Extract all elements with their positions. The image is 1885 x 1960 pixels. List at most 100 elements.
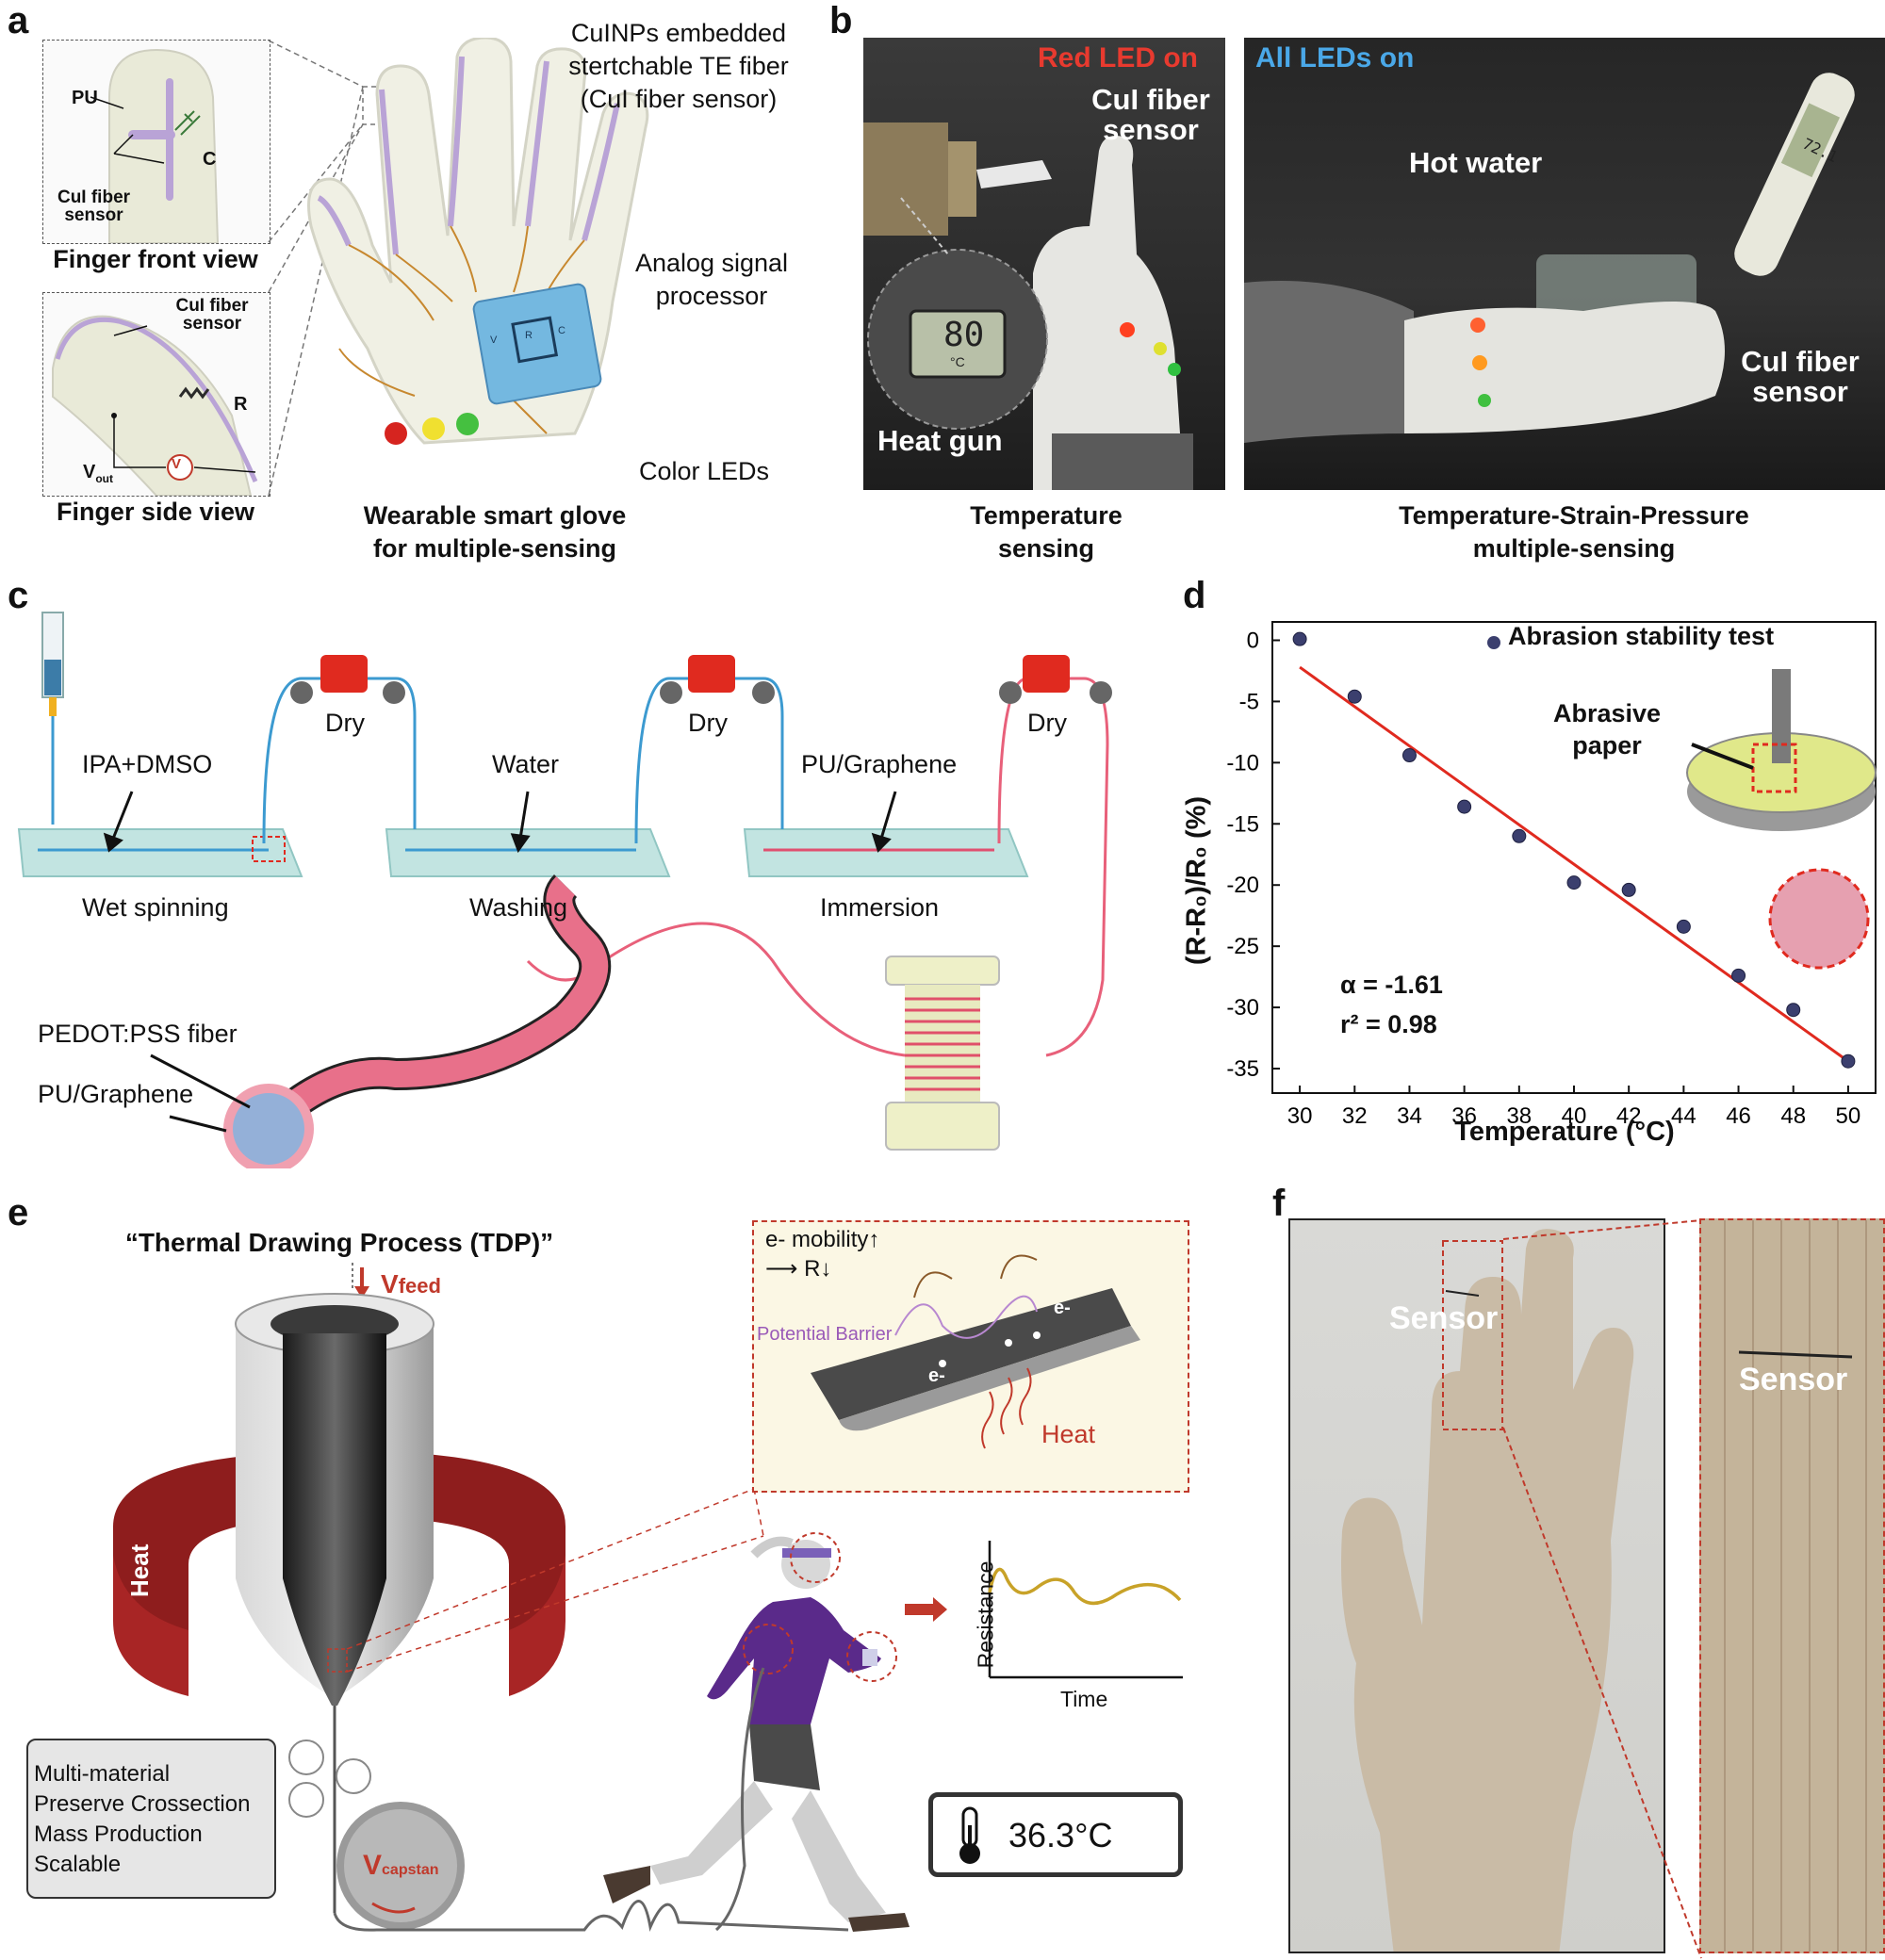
feature-item: Multi-material: [34, 1761, 171, 1787]
pu-graphene-bath-label: PU/Graphene: [801, 750, 958, 778]
mobility-label: e- mobility↑: [765, 1227, 880, 1252]
y-tick-label: -35: [1226, 1056, 1259, 1082]
fit-line: [1299, 665, 1849, 1063]
potential-barrier-label: Potential Barrier: [757, 1324, 893, 1345]
x-tick-label: 46: [1726, 1103, 1751, 1129]
cui-sensor-front-label: CuI fiber sensor: [57, 188, 131, 225]
resistance-time-plot: [988, 1541, 1183, 1679]
dry-label-3: Dry: [1027, 709, 1067, 737]
data-point: [1347, 689, 1362, 704]
hot-water-scene: [1244, 73, 1855, 443]
electron-label-1: e-: [928, 1365, 945, 1386]
x-tick-label: 36: [1451, 1103, 1477, 1129]
capacitor-label: C: [203, 149, 217, 170]
x-tick-label: 48: [1780, 1103, 1806, 1129]
panel-letter-d: d: [1183, 575, 1206, 616]
feature-item: Scalable: [34, 1852, 122, 1877]
chart-legend-label: Abrasion stability test: [1508, 622, 1775, 650]
data-point: [1731, 968, 1746, 983]
wet-spinning-process-diagram: [17, 612, 1112, 1168]
panel-letter-c: c: [8, 575, 29, 616]
x-tick-label: 38: [1506, 1103, 1532, 1129]
x-tick-label: 44: [1671, 1103, 1696, 1129]
thermometer-icon: [959, 1806, 980, 1864]
wet-spinning-label: Wet spinning: [82, 893, 229, 922]
abrasion-probe: [1772, 669, 1791, 763]
heat-inset-label: Heat: [1041, 1420, 1096, 1448]
sensor-zoom-photo: Sensor: [1699, 1218, 1885, 1953]
x-tick-label: 34: [1397, 1103, 1422, 1129]
heat-gun-display: 80: [943, 316, 985, 354]
panel-letter-b: b: [829, 0, 853, 41]
x-tick-label: 30: [1287, 1103, 1313, 1129]
feature-item: Preserve Crossection: [34, 1791, 251, 1817]
r-squared-label: r² = 0.98: [1340, 1010, 1437, 1038]
vcapstan-label: Vcapstan: [363, 1850, 439, 1881]
vfeed-label: Vfeed: [381, 1269, 441, 1298]
y-tick-label: -25: [1226, 934, 1259, 959]
tdp-features-box: Multi-material Preserve Crossection Mass…: [26, 1739, 276, 1899]
temperature-readout: 36.3°C: [928, 1792, 1183, 1877]
panel-letter-f: f: [1272, 1183, 1286, 1224]
data-point: [1292, 631, 1307, 646]
side-view-caption: Finger side view: [56, 498, 255, 526]
y-axis-label: (R-R₀)/R₀ (%): [1181, 795, 1212, 966]
data-point: [1512, 828, 1527, 843]
sensor-label-1: Sensor: [1389, 1300, 1499, 1336]
pu-graphene-crosssection-label: PU/Graphene: [38, 1080, 194, 1108]
chip-c-label: C: [558, 325, 566, 336]
panel-letter-a: a: [8, 0, 29, 41]
mobility-inset: e- mobility↑ ⟶ R↓ Potential Barrier e- e…: [752, 1220, 1189, 1493]
data-point: [1457, 799, 1472, 814]
resistor-label: R: [234, 394, 248, 415]
data-point: [1786, 1003, 1801, 1018]
y-tick-label: -5: [1239, 689, 1259, 714]
time-axis-label: Time: [1060, 1687, 1108, 1711]
washing-label: Washing: [469, 893, 568, 922]
voltmeter-v-label: V: [172, 456, 182, 472]
data-point: [1566, 875, 1582, 890]
y-tick-label: -20: [1226, 873, 1259, 898]
y-tick-label: 0: [1247, 628, 1259, 653]
water-label: Water: [492, 750, 560, 778]
pedot-pss-label: PEDOT:PSS fiber: [38, 1020, 238, 1048]
data-point: [1841, 1054, 1856, 1069]
x-axis-label: Temperature (°C): [1454, 1117, 1675, 1147]
finger-side-illustration: [52, 315, 258, 497]
chip-v-label: V: [490, 335, 498, 346]
front-view-caption: Finger front view: [53, 245, 258, 273]
red-led-on-label: Red LED on: [1038, 42, 1198, 74]
alpha-label: α = -1.61: [1340, 971, 1443, 999]
chip-r-label: R: [525, 330, 533, 341]
heat-ring-label: Heat: [125, 1544, 154, 1597]
temperature-value: 36.3°C: [1008, 1816, 1113, 1854]
finger-front-illustration: [90, 48, 220, 244]
data-point: [1401, 748, 1417, 763]
knit-glove-illustration: [1341, 1229, 1634, 1952]
resistance-down-label: ⟶ R↓: [765, 1256, 832, 1282]
y-tick-label: -30: [1226, 995, 1259, 1021]
data-point: [1621, 882, 1636, 897]
sensor-label-2: Sensor: [1739, 1362, 1848, 1397]
heat-gun-scene: [863, 122, 1193, 490]
dry-label-1: Dry: [325, 709, 365, 737]
knit-texture: [1701, 1220, 1883, 1952]
pu-label: PU: [72, 88, 98, 108]
knit-glove-photo: Sensor: [1288, 1218, 1665, 1953]
cui-sensor-side-label: CuI fiber sensor: [175, 296, 249, 334]
vout-label: Vout: [83, 462, 113, 485]
x-tick-label: 42: [1616, 1103, 1642, 1129]
fabric-zoom-circle: [1768, 868, 1870, 970]
immersion-label: Immersion: [820, 893, 940, 922]
y-tick-label: -15: [1226, 811, 1259, 837]
all-leds-on-label: All LEDs on: [1255, 42, 1415, 74]
